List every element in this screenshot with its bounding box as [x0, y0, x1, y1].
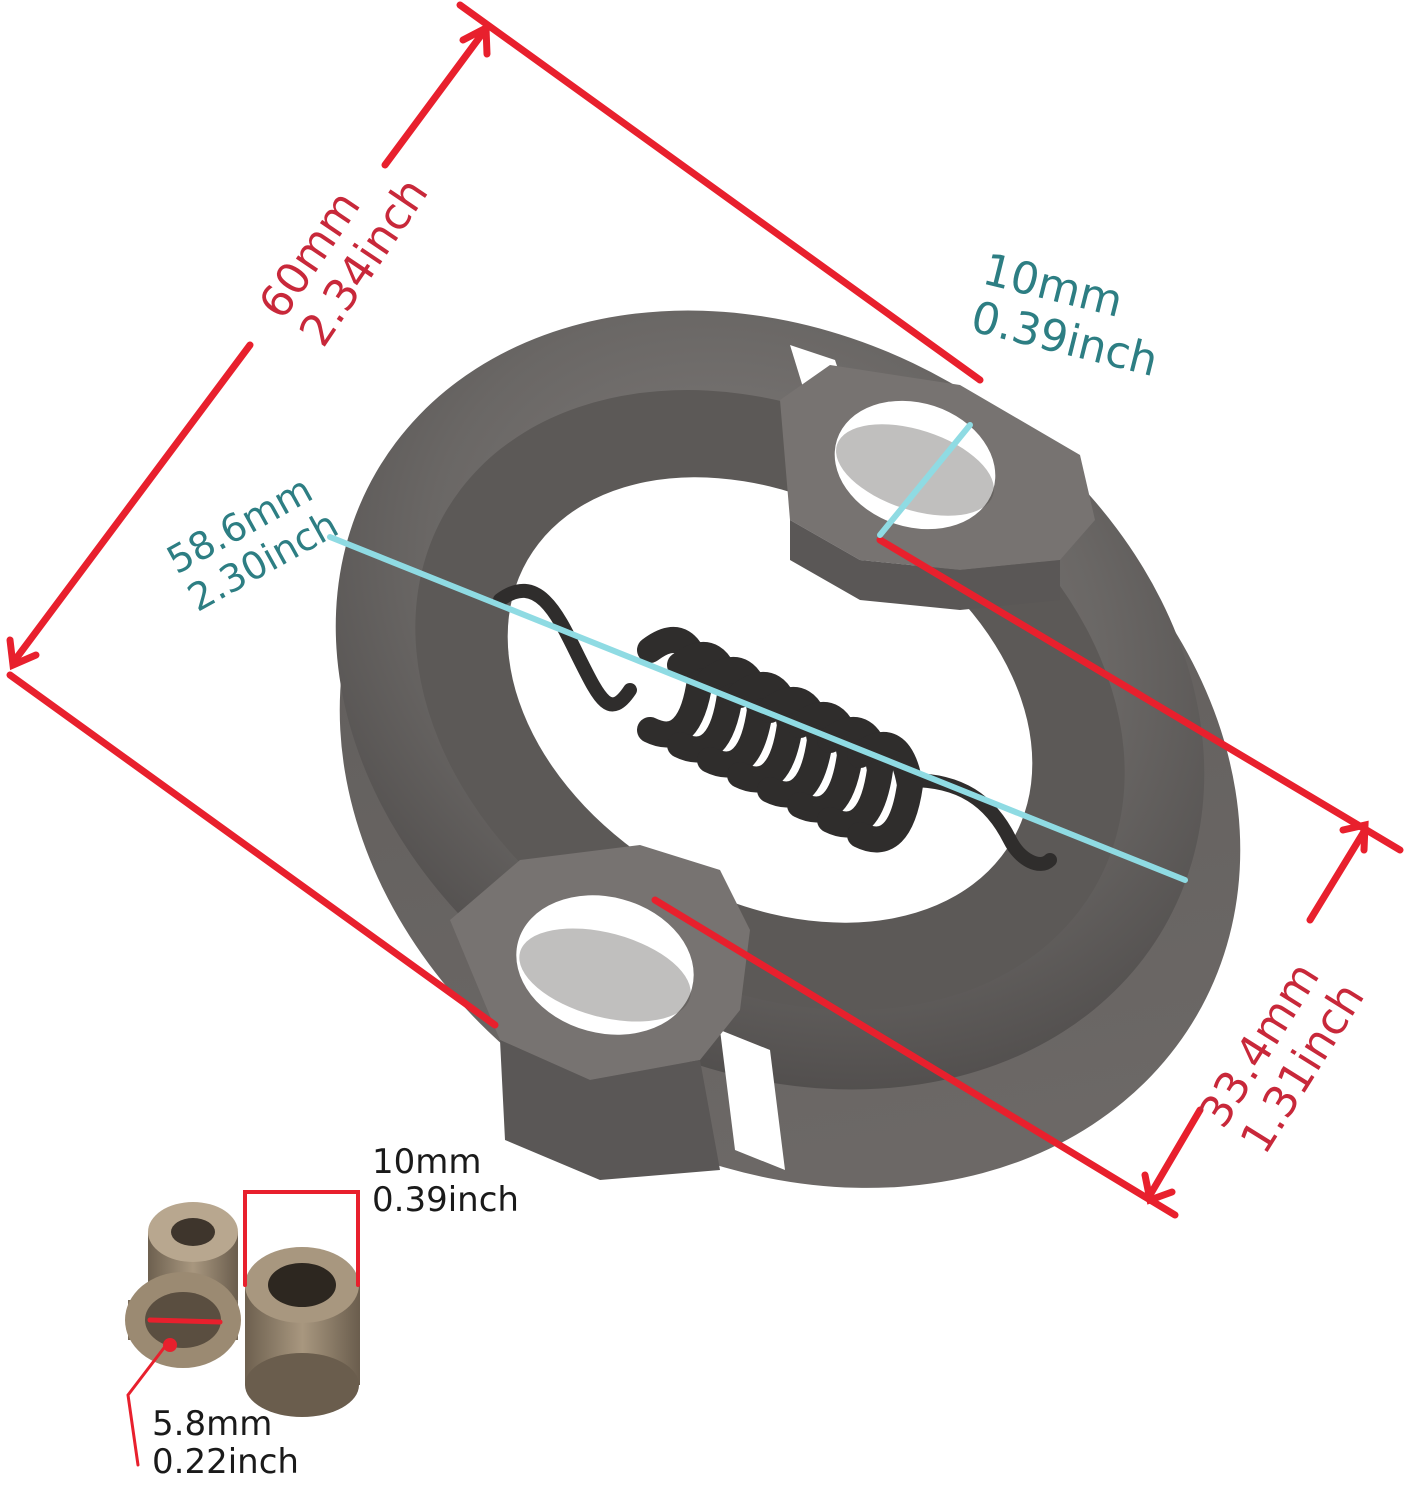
- shoe-width-line-top: [876, 536, 1404, 854]
- outer-diameter-arrow-upper: [381, 26, 489, 169]
- outer-diameter-line-top: [456, 1, 984, 384]
- inner-diameter-line: [327, 534, 1188, 883]
- bushing-length-label: 10mm 0.39inch: [372, 1143, 519, 1219]
- mounting-hole-top: [834, 400, 996, 530]
- shoe-width-arrow-lower: [1146, 1106, 1204, 1199]
- outer-diameter-arrow-lower: [11, 341, 254, 664]
- shoe-width-arrow-upper: [1306, 826, 1369, 924]
- arrowhead-right-bottom: [1141, 1171, 1176, 1205]
- mounting-hole-bottom: [516, 895, 694, 1035]
- dimension-lines-cyan: [327, 422, 1188, 883]
- shoe-width-line-bottom: [651, 896, 1179, 1219]
- bushing-bore-leader: [126, 1338, 172, 1467]
- bushing-length-bracket: [243, 1190, 360, 1287]
- bushing-bore-line: [147, 1317, 223, 1325]
- arrowhead-top: [459, 22, 491, 58]
- bushing-front-right: [245, 1247, 360, 1417]
- bushing-length-inch: 0.39inch: [372, 1180, 519, 1221]
- bushing-bore-label: 5.8mm 0.22inch: [152, 1405, 299, 1481]
- bushing-bore-dot: [163, 1338, 177, 1352]
- dimension-lines-red: [6, 1, 1404, 1467]
- arrowhead-left: [6, 636, 40, 671]
- bushing-bore-inch: 0.22inch: [152, 1442, 299, 1483]
- shoe-gap-bottom: [720, 1030, 785, 1170]
- bushing-bore-mm: 5.8mm: [152, 1404, 273, 1444]
- shoe-boss-bottom: [450, 845, 750, 1180]
- hole-diameter-line: [877, 422, 973, 538]
- outer-diameter-line-bottom: [6, 671, 499, 1029]
- bushing-length-mm: 10mm: [372, 1142, 482, 1182]
- arrowhead-right-top: [1339, 820, 1369, 854]
